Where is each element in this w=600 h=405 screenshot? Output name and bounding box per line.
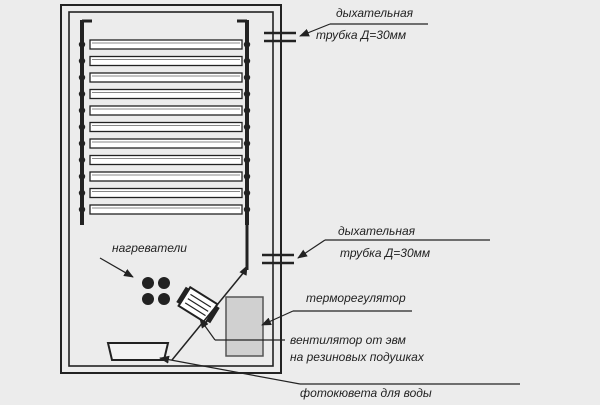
thermoregulator-box	[225, 296, 264, 357]
egg-tray	[78, 55, 251, 67]
arrow-middle-tube	[297, 239, 326, 259]
label-fan-line1: вентилятор от эвм	[290, 333, 406, 347]
breathing-tube-top	[264, 31, 296, 43]
egg-tray	[78, 204, 251, 215]
label-tube-top-line1: дыхательная	[336, 6, 414, 20]
heater-element	[158, 277, 170, 289]
label-heaters: нагреватели	[112, 241, 187, 255]
heater-element	[142, 277, 154, 289]
arrow-top-tube	[299, 23, 331, 37]
water-tray	[106, 342, 170, 361]
egg-tray	[78, 154, 251, 166]
egg-tray	[78, 171, 251, 182]
egg-tray	[78, 187, 251, 199]
label-tube-top-line2: трубка Д=30мм	[316, 28, 406, 42]
egg-tray	[78, 88, 251, 100]
fan	[176, 285, 220, 325]
egg-tray	[78, 39, 251, 50]
label-thermoregulator: терморегулятор	[306, 291, 406, 305]
cabinet-outer-wall	[60, 4, 282, 374]
cabinet-inner-wall	[68, 11, 274, 367]
arrow-heaters	[99, 257, 134, 278]
cabinet-walls	[60, 4, 282, 374]
egg-tray	[78, 121, 251, 133]
heater-element	[158, 293, 170, 305]
label-fan-line2: на резиновых подушках	[290, 350, 425, 364]
leader-lines	[99, 23, 520, 385]
label-tube-mid-line1: дыхательная	[338, 224, 416, 238]
egg-tray	[78, 105, 251, 116]
label-tube-mid-line2: трубка Д=30мм	[340, 246, 430, 260]
egg-tray	[78, 138, 251, 149]
egg-tray	[78, 72, 251, 83]
heater-element	[142, 293, 154, 305]
breathing-tube-middle	[262, 253, 294, 265]
heaters	[142, 277, 170, 305]
egg-trays	[78, 39, 251, 215]
arrow-thermoregulator	[261, 310, 294, 326]
label-water-tray: фотокювета для воды	[300, 386, 432, 400]
arrow-fan-support	[239, 265, 248, 276]
arrow-water-tray	[159, 355, 301, 385]
